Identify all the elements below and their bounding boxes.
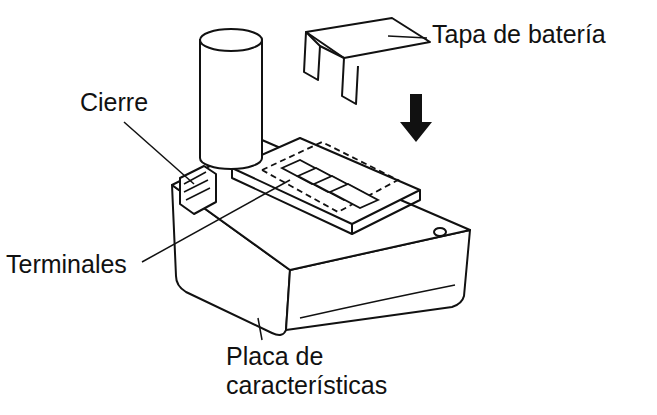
leader-line — [388, 36, 427, 38]
part-label: Terminales — [6, 250, 127, 279]
leader-lines — [124, 36, 427, 340]
terminals — [262, 142, 398, 212]
part-label: Tapa de batería — [432, 20, 606, 49]
terminal — [330, 184, 378, 208]
leader-line — [258, 318, 262, 340]
latch — [180, 166, 216, 214]
cover-flap — [304, 32, 320, 80]
cover-top — [306, 18, 430, 58]
cover-flap — [342, 58, 358, 104]
battery-cover — [304, 18, 430, 104]
terminal-area-dashed — [262, 142, 398, 212]
body-edge — [300, 285, 455, 318]
battery-cylinder — [200, 29, 262, 169]
cylinder-side — [200, 40, 262, 169]
direction-arrow — [400, 94, 432, 142]
screw — [434, 228, 446, 236]
cylinder-top — [200, 29, 262, 51]
latch-ridges — [184, 172, 210, 200]
leader-line — [124, 122, 194, 184]
part-label: Cierre — [80, 88, 148, 117]
part-label: Placa de características — [226, 342, 431, 400]
leader-line — [142, 180, 290, 262]
latch-body — [180, 166, 216, 214]
cover-edge — [320, 46, 344, 58]
